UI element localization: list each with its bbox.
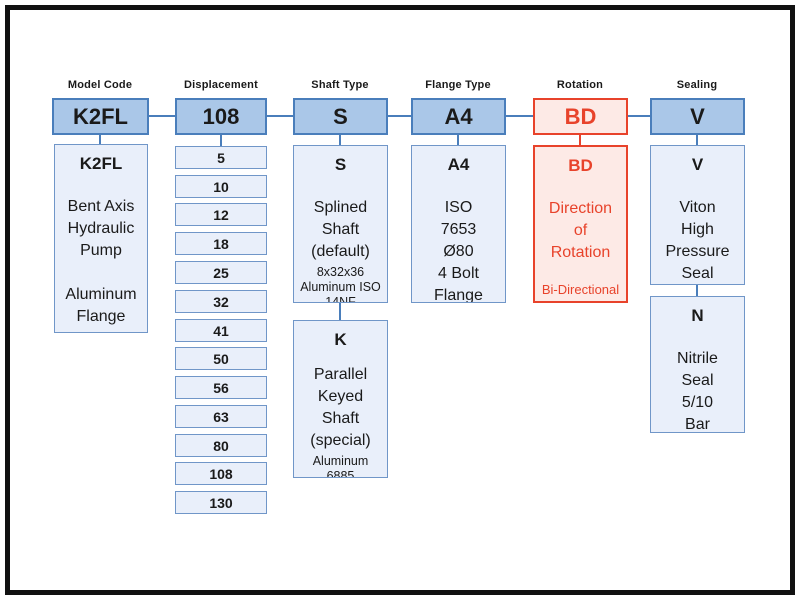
displacement-option: 10: [175, 175, 267, 198]
connector-line: [149, 115, 175, 117]
detail-body: Direction of Rotation: [548, 199, 613, 261]
detail-title: A4: [447, 155, 470, 174]
detail-box-seal-nitrile: N Nitrile Seal 5/10 Bar: [650, 296, 745, 433]
displacement-option: 32: [175, 290, 267, 313]
detail-title: BD: [568, 156, 593, 175]
connector-line: [628, 115, 650, 117]
connector-line: [457, 135, 459, 145]
connector-line: [506, 115, 533, 117]
displacement-option: 108: [175, 462, 267, 485]
connector-line: [220, 135, 222, 146]
detail-body: Splined Shaft (default): [311, 198, 370, 260]
detail-box-shaft-splined: S Splined Shaft (default) 8x32x36 Alumin…: [293, 145, 388, 303]
connector-line: [339, 135, 341, 145]
column-label-flange-type: Flange Type: [425, 79, 491, 91]
column-label-sealing: Sealing: [676, 79, 718, 91]
connector-line: [696, 135, 698, 145]
column-label-displacement: Displacement: [184, 79, 258, 91]
displacement-option: 63: [175, 405, 267, 428]
detail-title: V: [691, 155, 704, 174]
column-label-shaft-type: Shaft Type: [311, 79, 369, 91]
displacement-option: 56: [175, 376, 267, 399]
connector-line: [339, 303, 341, 320]
connector-line: [267, 115, 293, 117]
detail-body: Viton High Pressure Seal: [665, 198, 730, 282]
connector-line: [696, 285, 698, 296]
column-label-model-code: Model Code: [67, 79, 133, 91]
detail-title: K: [334, 330, 347, 349]
detail-note: Bi-Directional: [541, 281, 620, 297]
connector-line: [579, 135, 581, 145]
detail-title: S: [334, 155, 347, 174]
connector-line: [388, 115, 411, 117]
detail-body: ISO 7653 Ø80 4 Bolt Flange: [434, 198, 483, 303]
detail-body: Bent Axis Hydraulic Pump Aluminum Flange: [65, 197, 137, 325]
detail-note: 8x32x36 Aluminum ISO 14NF: [300, 264, 381, 303]
detail-box-shaft-keyed: K Parallel Keyed Shaft (special) Aluminu…: [293, 320, 388, 478]
detail-box-seal-viton: V Viton High Pressure Seal: [650, 145, 745, 285]
displacement-option: 25: [175, 261, 267, 284]
detail-title: K2FL: [79, 154, 123, 173]
displacement-option: 130: [175, 491, 267, 514]
detail-body: Parallel Keyed Shaft (special): [310, 365, 371, 449]
code-box-flange: A4: [411, 98, 506, 135]
detail-note: Aluminum 6885: [312, 453, 369, 478]
displacement-option: 41: [175, 319, 267, 342]
code-box-rotation: BD: [533, 98, 628, 135]
detail-box-rotation: BD Direction of Rotation Bi-Directional: [533, 145, 628, 303]
detail-box-model-code: K2FL Bent Axis Hydraulic Pump Aluminum F…: [54, 144, 148, 333]
displacement-option: 5: [175, 146, 267, 169]
displacement-option: 18: [175, 232, 267, 255]
column-label-rotation: Rotation: [556, 79, 604, 91]
code-box-shaft: S: [293, 98, 388, 135]
detail-box-flange: A4 ISO 7653 Ø80 4 Bolt Flange: [411, 145, 506, 303]
code-box-displacement: 108: [175, 98, 267, 135]
detail-body: Nitrile Seal 5/10 Bar: [677, 349, 718, 433]
code-box-model: K2FL: [52, 98, 149, 135]
connector-line: [99, 135, 101, 145]
displacement-option: 80: [175, 434, 267, 457]
detail-title: N: [691, 306, 704, 325]
displacement-option: 50: [175, 347, 267, 370]
code-box-sealing: V: [650, 98, 745, 135]
displacement-option: 12: [175, 203, 267, 226]
